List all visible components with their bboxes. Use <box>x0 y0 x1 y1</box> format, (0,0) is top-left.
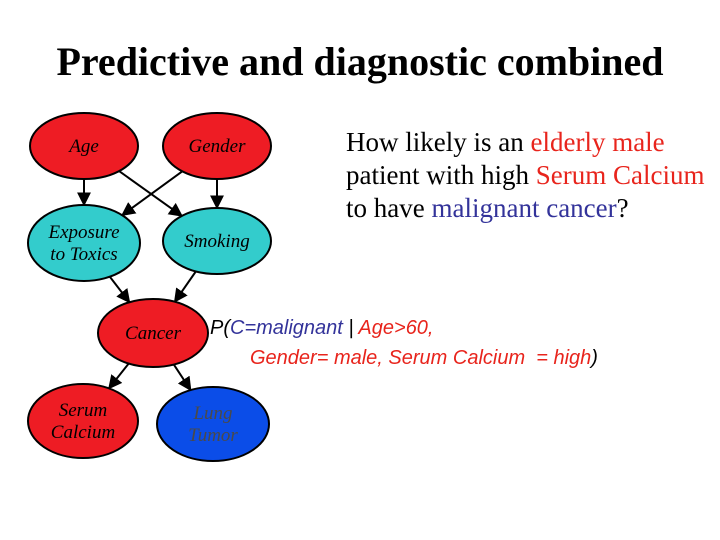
node-age-ellipse <box>29 112 139 180</box>
node-smoking-ellipse <box>162 207 272 275</box>
node-cancer-label: Cancer <box>125 323 182 344</box>
edge-gender-to-exposure <box>121 170 183 217</box>
edge-cancer-to-serum <box>108 362 130 390</box>
node-exposure-ellipse <box>27 204 141 282</box>
node-exposure-label: to Toxics <box>50 244 117 265</box>
edge-exposure-to-cancer <box>109 276 131 304</box>
text-segment: P( <box>210 317 230 339</box>
text-segment: Gender= male, Serum Calcium = high <box>250 347 592 369</box>
text-segment: elderly male <box>530 127 665 157</box>
text-segment: to have <box>346 160 712 223</box>
node-lung-label: Tumor <box>188 425 238 446</box>
node-serum-ellipse <box>27 383 139 459</box>
text-segment: | <box>342 317 359 339</box>
node-smoking-label: Smoking <box>184 231 249 252</box>
node-gender-label: Gender <box>189 136 247 157</box>
text-segment: C=malignant <box>230 317 343 339</box>
node-serum-label: Serum <box>59 400 108 421</box>
text-segment: Age>60, <box>358 317 434 339</box>
node-lung-ellipse <box>156 386 270 462</box>
node-smoking: Smoking <box>162 207 272 275</box>
query-text: How likely is an elderly male patient wi… <box>346 126 716 225</box>
node-exposure-label: Exposure <box>47 222 119 243</box>
node-gender: Gender <box>162 112 272 180</box>
edge-cancer-to-lung <box>172 363 192 392</box>
node-cancer-ellipse <box>97 298 209 368</box>
node-lung-label: Lung <box>192 403 232 424</box>
text-segment: Serum Calcium <box>535 160 705 190</box>
text-segment: How likely is an <box>346 127 531 157</box>
text-segment: patient with high <box>346 127 672 190</box>
text-segment: ) <box>591 347 598 369</box>
node-serum-label: Calcium <box>51 422 115 443</box>
formula-line-2: Gender= male, Serum Calcium = high) <box>210 343 715 373</box>
node-age: Age <box>29 112 139 180</box>
text-segment: ? <box>616 193 629 223</box>
formula-line-1: P(C=malignant | Age>60, <box>210 313 715 343</box>
probability-formula: P(C=malignant | Age>60, Gender= male, Se… <box>210 313 715 373</box>
node-age-label: Age <box>67 136 99 157</box>
text-segment: malignant cancer <box>431 193 617 223</box>
node-gender-ellipse <box>162 112 272 180</box>
slide-title: Predictive and diagnostic combined <box>56 39 664 84</box>
edge-smoking-to-cancer <box>173 270 197 303</box>
node-cancer: Cancer <box>97 298 209 368</box>
